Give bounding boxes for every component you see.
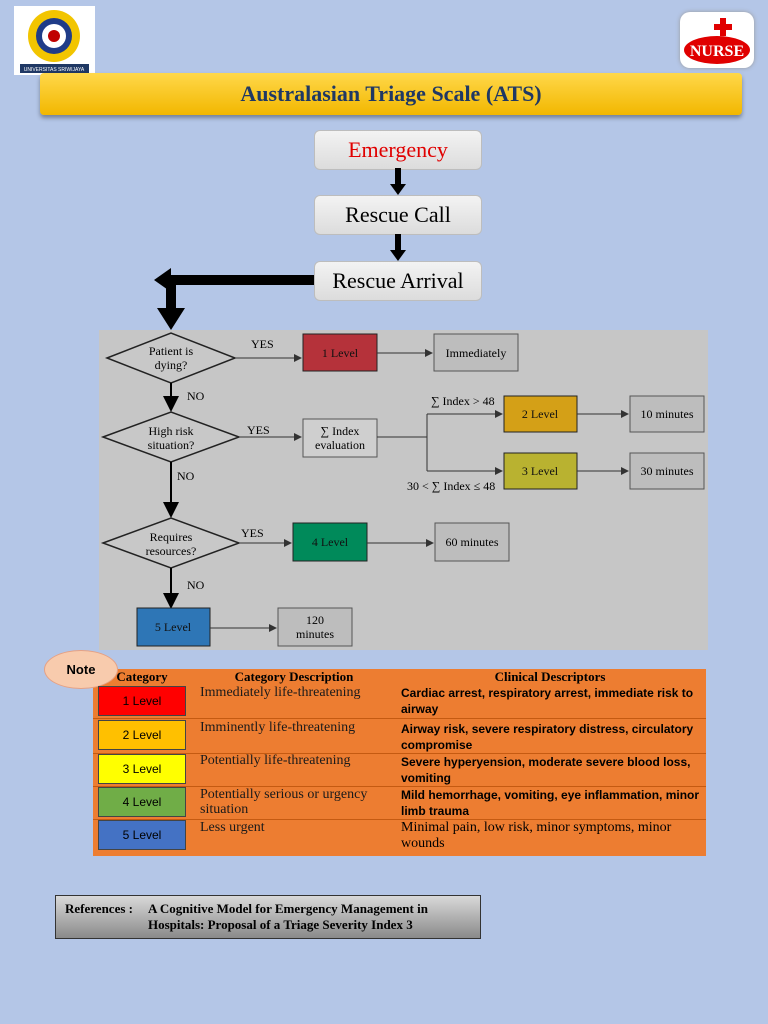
table-level-2: 2 Level — [98, 720, 186, 750]
table-level-1: 1 Level — [98, 686, 186, 716]
svg-text:30 < ∑ Index ≤ 48: 30 < ∑ Index ≤ 48 — [407, 479, 495, 493]
hundred-twenty-minutes-box — [277, 607, 353, 647]
top-arrows — [154, 168, 406, 330]
note-badge: Note — [44, 650, 118, 689]
rescue-call-box: Rescue Call — [314, 195, 482, 235]
table-clinical-2: Airway risk, severe respiratory distress… — [401, 722, 694, 752]
svg-text:situation?: situation? — [148, 438, 195, 452]
sixty-minutes-box — [434, 522, 510, 562]
svg-text:High risk: High risk — [149, 424, 194, 438]
triage-flowchart: Patient is dying? High risk situation? R… — [99, 330, 708, 650]
triage-table — [93, 669, 706, 856]
table-desc-2: Imminently life-threatening — [200, 720, 356, 735]
level-4-box — [292, 522, 368, 562]
svg-text:YES: YES — [251, 337, 274, 351]
svg-text:2 Level: 2 Level — [522, 407, 559, 421]
svg-text:NO: NO — [187, 389, 205, 403]
svg-text:NO: NO — [187, 578, 205, 592]
svg-text:10 minutes: 10 minutes — [641, 407, 694, 421]
table-desc-1: Immediately life-threatening — [200, 685, 361, 700]
svg-text:NURSE: NURSE — [690, 43, 744, 60]
table-clinical-4: Mild hemorrhage, vomiting, eye inflammat… — [401, 788, 700, 818]
svg-text:NO: NO — [177, 469, 195, 483]
svg-text:∑ Index > 48: ∑ Index > 48 — [431, 394, 495, 408]
svg-text:Immediately: Immediately — [446, 346, 507, 360]
svg-text:Patient is: Patient is — [149, 344, 194, 358]
references-line-2: Hospitals: Proposal of a Triage Severity… — [148, 917, 413, 932]
table-clinical-5: Minimal pain, low risk, minor symptoms, … — [401, 820, 672, 851]
svg-text:60 minutes: 60 minutes — [446, 535, 499, 549]
emergency-box: Emergency — [314, 130, 482, 170]
svg-text:3 Level: 3 Level — [522, 464, 559, 478]
svg-text:Requires: Requires — [150, 530, 193, 544]
header-category: Category — [116, 669, 168, 684]
index-evaluation-box — [302, 418, 378, 458]
table-desc-3: Potentially life-threatening — [200, 753, 351, 768]
svg-text:120: 120 — [306, 613, 324, 627]
svg-text:30 minutes: 30 minutes — [641, 464, 694, 478]
svg-text:minutes: minutes — [296, 627, 334, 641]
level-3-box — [503, 452, 578, 490]
table-level-3: 3 Level — [98, 754, 186, 784]
svg-text:evaluation: evaluation — [315, 438, 365, 452]
university-logo: UNIVERSITAS SRIWIJAYA — [14, 6, 95, 75]
references-box: References : A Cognitive Model for Emerg… — [55, 895, 481, 939]
table-clinical-1: Cardiac arrest, respiratory arrest, imme… — [401, 686, 694, 716]
thirty-minutes-box — [629, 452, 705, 490]
header-clinical-descriptors: Clinical Descriptors — [494, 669, 606, 684]
page-title: Australasian Triage Scale (ATS) — [40, 73, 742, 115]
table-desc-4: Potentially serious or urgency situation — [200, 787, 368, 817]
svg-text:∑ Index: ∑ Index — [321, 424, 360, 438]
table-desc-5: Less urgent — [200, 820, 265, 835]
references-line-1: A Cognitive Model for Emergency Manageme… — [148, 901, 428, 916]
level-5-box — [136, 607, 211, 647]
svg-text:UNIVERSITAS SRIWIJAYA: UNIVERSITAS SRIWIJAYA — [24, 67, 85, 73]
svg-text:dying?: dying? — [155, 358, 188, 372]
ten-minutes-box — [629, 395, 705, 433]
table-clinical-3: Severe hyperyension, moderate severe blo… — [401, 755, 691, 785]
immediately-box — [433, 333, 519, 372]
level-2-box — [503, 395, 578, 433]
svg-text:4 Level: 4 Level — [312, 535, 349, 549]
svg-text:resources?: resources? — [146, 544, 197, 558]
level-1-box — [302, 333, 378, 372]
table-level-5: 5 Level — [98, 820, 186, 850]
references-label: References : — [65, 901, 133, 916]
rescue-arrival-box: Rescue Arrival — [314, 261, 482, 301]
svg-text:5 Level: 5 Level — [155, 620, 192, 634]
svg-text:YES: YES — [241, 526, 264, 540]
table-level-4: 4 Level — [98, 787, 186, 817]
svg-text:YES: YES — [247, 423, 270, 437]
svg-text:1 Level: 1 Level — [322, 346, 359, 360]
header-category-description: Category Description — [234, 669, 354, 684]
nurse-logo: NURSE — [680, 12, 754, 68]
